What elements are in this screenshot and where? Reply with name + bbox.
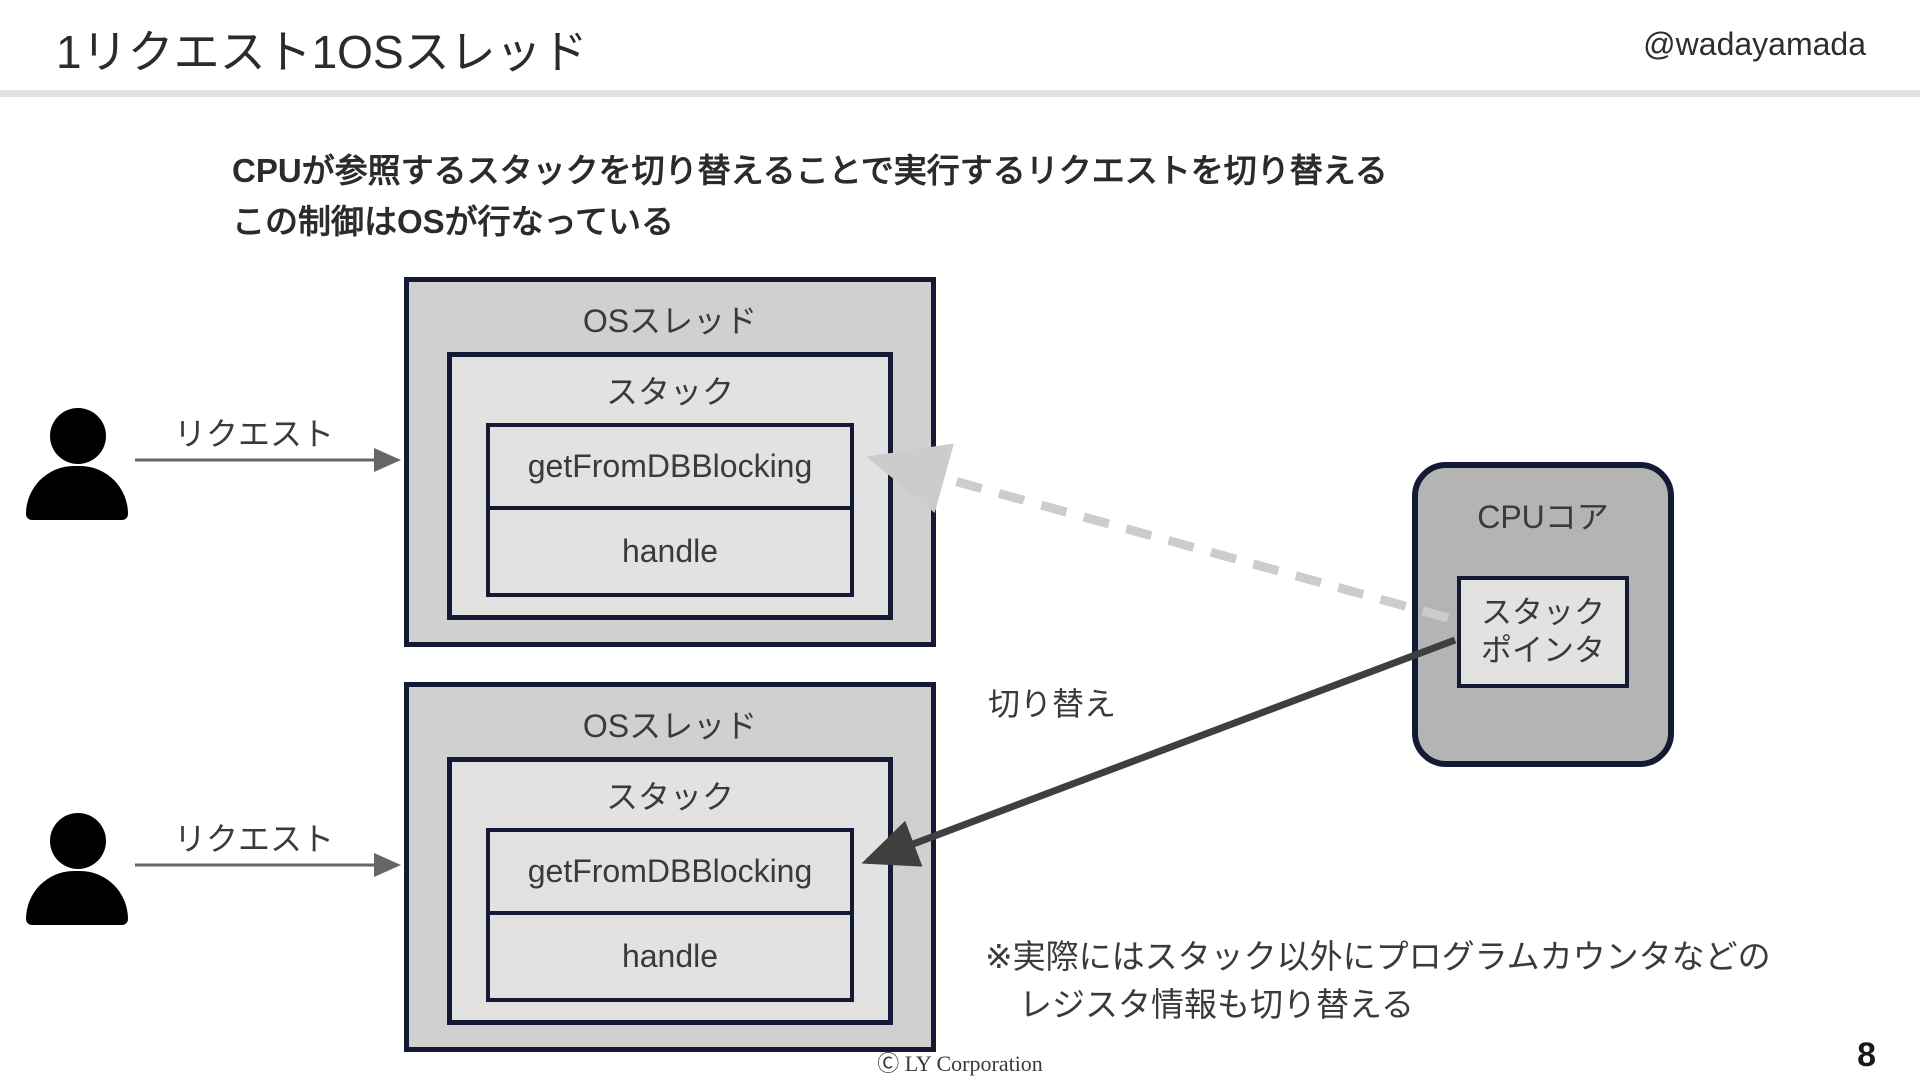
footnote-line-1: ※実際にはスタック以外にプログラムカウンタなどの	[985, 938, 1771, 975]
os-thread-box-1: OSスレッド スタック getFromDBBlocking handle	[404, 277, 936, 647]
stack-box-2: スタック getFromDBBlocking handle	[447, 757, 893, 1025]
person-body-icon	[26, 466, 128, 520]
person-head-icon	[50, 408, 106, 464]
header-divider	[0, 90, 1920, 97]
stack-frames-1: getFromDBBlocking handle	[486, 423, 854, 597]
lead-text-block: CPUが参照するスタックを切り替えることで実行するリクエストを切り替える この制…	[232, 145, 1792, 247]
stack-frame-handle-1: handle	[490, 510, 850, 593]
lead-line-2: この制御はOSが行なっている	[232, 203, 675, 240]
footnote-line-2: レジスタ情報も切り替える	[1019, 986, 1415, 1023]
stack-pointer-line-2: ポインタ	[1481, 633, 1605, 668]
page-title: 1リクエスト1OSスレッド	[56, 26, 588, 78]
slide-header: 1リクエスト1OSスレッド @wadayamada	[0, 0, 1920, 97]
lead-line-1: CPUが参照するスタックを切り替えることで実行するリクエストを切り替える	[232, 152, 1388, 189]
cpu-core-box: CPUコア スタック ポインタ	[1412, 462, 1674, 767]
stack-box-1: スタック getFromDBBlocking handle	[447, 352, 893, 620]
stack-frame-getfromdbblocking-2: getFromDBBlocking	[490, 832, 850, 915]
cpu-core-title: CPUコア	[1477, 499, 1609, 535]
stack-title-2: スタック	[605, 779, 734, 815]
switch-arrow-solid	[861, 636, 1457, 867]
stack-pointer-box: スタック ポインタ	[1457, 576, 1629, 688]
stack-pointer-line-1: スタック	[1481, 595, 1605, 630]
person-body-icon	[26, 871, 128, 925]
request-label-2: リクエスト	[174, 821, 335, 857]
actor-user-1	[22, 408, 132, 520]
actor-user-2	[22, 813, 132, 925]
os-thread-title-2: OSスレッド	[582, 708, 758, 744]
person-head-icon	[50, 813, 106, 869]
os-thread-title-1: OSスレッド	[582, 303, 758, 339]
switch-arrow-dashed	[866, 443, 1450, 623]
footnote-block: ※実際にはスタック以外にプログラムカウンタなどの レジスタ情報も切り替える	[985, 933, 1885, 1029]
stack-frames-2: getFromDBBlocking handle	[486, 828, 854, 1002]
page-number: 8	[1857, 1036, 1876, 1074]
stack-frame-getfromdbblocking-1: getFromDBBlocking	[490, 427, 850, 510]
request-label-1: リクエスト	[174, 416, 335, 452]
stack-title-1: スタック	[605, 374, 734, 410]
switch-label: 切り替え	[988, 686, 1117, 722]
author-handle: @wadayamada	[1643, 26, 1866, 62]
stack-frame-handle-2: handle	[490, 915, 850, 998]
os-thread-box-2: OSスレッド スタック getFromDBBlocking handle	[404, 682, 936, 1052]
footer-copyright: Ⓒ LY Corporation	[877, 1051, 1043, 1076]
